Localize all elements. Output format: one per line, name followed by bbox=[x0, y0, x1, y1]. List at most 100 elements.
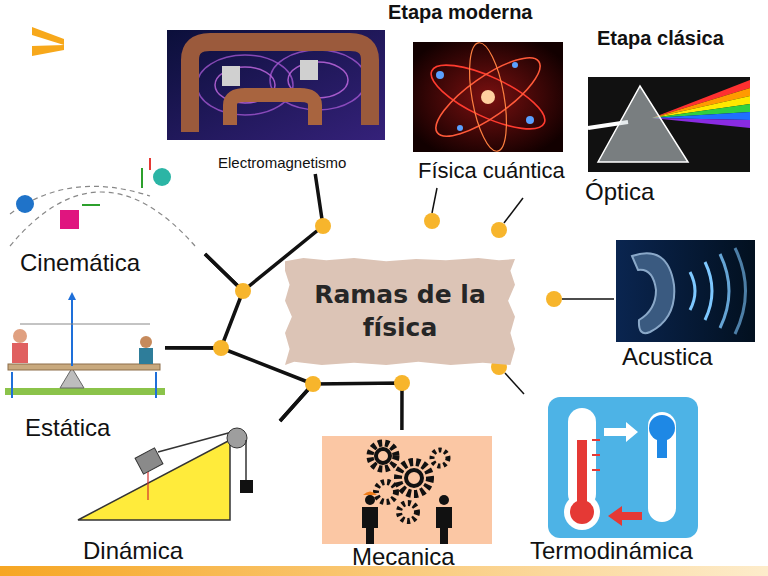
particle bbox=[526, 116, 534, 124]
branch-box: Termodinámica bbox=[528, 395, 720, 568]
dimension-line bbox=[20, 324, 150, 325]
hard-hat bbox=[363, 492, 377, 496]
gear bbox=[432, 450, 448, 466]
tick bbox=[592, 454, 600, 456]
spectrum-band bbox=[652, 118, 750, 128]
seesaw-picture bbox=[5, 292, 165, 398]
leader-line bbox=[562, 298, 614, 300]
picture-ground bbox=[322, 436, 492, 544]
sound-wave bbox=[690, 272, 695, 310]
prism-picture bbox=[588, 77, 750, 172]
branch-connector bbox=[165, 254, 243, 348]
velocity-arrow bbox=[82, 204, 100, 206]
particle bbox=[436, 71, 444, 79]
gear bbox=[406, 470, 422, 486]
tick bbox=[592, 439, 600, 441]
force-arrow bbox=[71, 296, 73, 366]
particle bbox=[512, 62, 518, 68]
thermometer-tube bbox=[648, 412, 676, 522]
spectrum-band bbox=[652, 80, 750, 118]
trajectory bbox=[10, 186, 150, 214]
ear-picture bbox=[616, 240, 755, 342]
branch-dot bbox=[315, 218, 331, 234]
person-body bbox=[436, 507, 452, 544]
branch-dot bbox=[546, 291, 562, 307]
gear bbox=[370, 443, 396, 469]
picture-ground bbox=[548, 397, 698, 538]
branch-box: Óptica bbox=[583, 75, 752, 209]
branch-dot bbox=[491, 222, 507, 238]
paper-shape bbox=[285, 258, 515, 365]
tick bbox=[592, 469, 600, 471]
branch-box: Electromagnetismo bbox=[167, 28, 385, 174]
gear bbox=[376, 449, 390, 463]
force-arrow bbox=[147, 472, 148, 500]
leader-line bbox=[432, 188, 437, 213]
string bbox=[158, 432, 232, 452]
ground bbox=[5, 388, 165, 395]
incline-picture bbox=[78, 428, 253, 520]
branch-name: Dinámica bbox=[83, 537, 183, 565]
picture-ground bbox=[413, 42, 563, 152]
person-head bbox=[13, 329, 27, 343]
branch-dot bbox=[213, 340, 229, 356]
force-arrow bbox=[149, 158, 151, 170]
branch-box: Mecanica bbox=[322, 430, 492, 574]
branch-dot bbox=[424, 213, 440, 229]
branch-name: Cinemática bbox=[20, 249, 140, 277]
force-arrow bbox=[155, 372, 157, 398]
branch-name: Electromagnetismo bbox=[218, 154, 346, 171]
velocity-arrow bbox=[141, 168, 143, 188]
magnet-body bbox=[230, 95, 315, 125]
heat-arrow bbox=[604, 422, 638, 442]
logo-stroke bbox=[32, 27, 64, 45]
stage-heading: Etapa moderna bbox=[388, 1, 532, 24]
gear bbox=[376, 482, 396, 502]
person-body bbox=[362, 507, 378, 544]
force-arrow bbox=[11, 372, 13, 398]
pulley bbox=[227, 428, 247, 448]
leader-line bbox=[505, 373, 524, 394]
branch-name: Acustica bbox=[622, 343, 713, 371]
person-head bbox=[140, 336, 152, 348]
trajectory-picture bbox=[10, 158, 195, 246]
heat-arrow bbox=[608, 506, 642, 526]
person-head bbox=[365, 495, 375, 505]
branch-name: Termodinámica bbox=[530, 537, 693, 565]
moving-body bbox=[153, 168, 171, 186]
branch-name: Estática bbox=[25, 414, 110, 442]
hanging-mass bbox=[240, 480, 253, 493]
branch-dot bbox=[305, 376, 321, 392]
string bbox=[245, 440, 247, 480]
orbit bbox=[426, 45, 551, 149]
gear bbox=[398, 462, 430, 494]
orbit bbox=[423, 53, 552, 142]
branch-box: Cinemática bbox=[4, 150, 205, 280]
person-head bbox=[439, 495, 449, 505]
nucleus bbox=[481, 90, 495, 104]
leader-line bbox=[504, 198, 523, 223]
moving-body bbox=[16, 195, 34, 213]
thermometer-fill bbox=[657, 428, 667, 458]
branch-box: Física cuántica bbox=[413, 40, 582, 186]
branch-box: Acustica bbox=[615, 238, 757, 374]
magnet-picture bbox=[167, 30, 385, 140]
magnet-pole bbox=[222, 66, 240, 86]
sound-wave bbox=[705, 262, 712, 320]
incline bbox=[78, 440, 230, 520]
branch-connector bbox=[280, 383, 402, 430]
sound-wave bbox=[720, 254, 729, 328]
moving-body bbox=[60, 210, 79, 229]
central-box: Ramas de la física bbox=[285, 258, 515, 365]
picture-ground bbox=[167, 30, 385, 140]
arrow-head bbox=[68, 292, 76, 300]
plank bbox=[8, 364, 160, 370]
branch-name: Física cuántica bbox=[418, 158, 565, 183]
orbit bbox=[463, 40, 514, 154]
trajectory bbox=[10, 192, 195, 246]
quantum-picture bbox=[413, 40, 563, 154]
gears-picture bbox=[322, 436, 492, 544]
central-title: Ramas de la física bbox=[300, 279, 500, 344]
picture-ground bbox=[588, 77, 750, 172]
stage-heading: Etapa clásica bbox=[597, 27, 724, 50]
